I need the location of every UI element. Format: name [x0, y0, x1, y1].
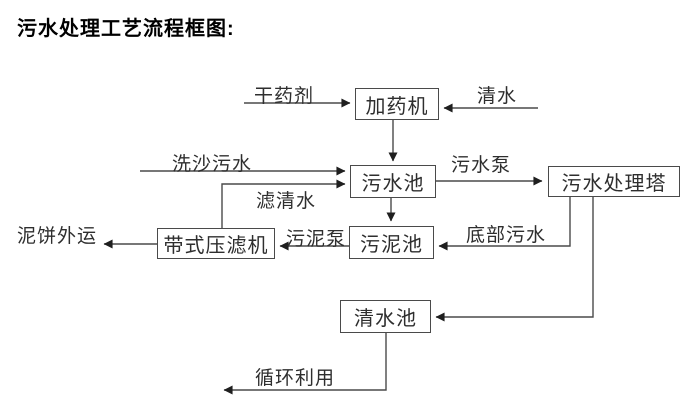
edge-label-sludge-pump: 污泥泵 [286, 229, 347, 250]
node-treatment-tower: 污水处理塔 [548, 166, 680, 197]
node-belt-filter-press-label: 带式压滤机 [163, 235, 269, 257]
edge-label-mud-cake-out: 泥饼外运 [17, 226, 98, 247]
node-sewage-pool: 污水池 [350, 165, 436, 198]
node-sludge-pool: 污泥池 [349, 226, 434, 259]
arrow-tower-to-clear-water-pool [435, 197, 594, 322]
node-sewage-pool-label: 污水池 [361, 173, 425, 195]
node-clear-water-pool-label: 清水池 [354, 308, 417, 330]
node-belt-filter-press: 带式压滤机 [157, 228, 275, 259]
edge-label-bottom-sewage: 底部污水 [466, 225, 547, 246]
node-clear-water-pool: 清水池 [340, 300, 431, 333]
edge-label-recycle-use: 循环利用 [255, 368, 336, 389]
node-dosing-machine-label: 加药机 [365, 95, 429, 118]
node-dosing-machine: 加药机 [355, 88, 439, 120]
edge-label-sewage-pump: 污水泵 [451, 155, 512, 176]
node-sludge-pool-label: 污泥池 [360, 234, 423, 256]
edge-label-clear-water: 清水 [477, 86, 518, 107]
arrow-recycle-use [223, 333, 387, 395]
arrow-filtered-water-to-sewage-pool [221, 179, 346, 228]
node-treatment-tower-label: 污水处理塔 [561, 173, 667, 195]
edge-label-dry-chemical: 干药剂 [254, 86, 315, 107]
page-title: 污水处理工艺流程框图: [17, 18, 235, 40]
edge-label-sand-wash-sewage: 洗沙污水 [172, 154, 253, 175]
edge-label-filtered-water: 滤清水 [256, 191, 317, 212]
arrow-bottom-sewage-to-sludge-pool [438, 197, 571, 251]
